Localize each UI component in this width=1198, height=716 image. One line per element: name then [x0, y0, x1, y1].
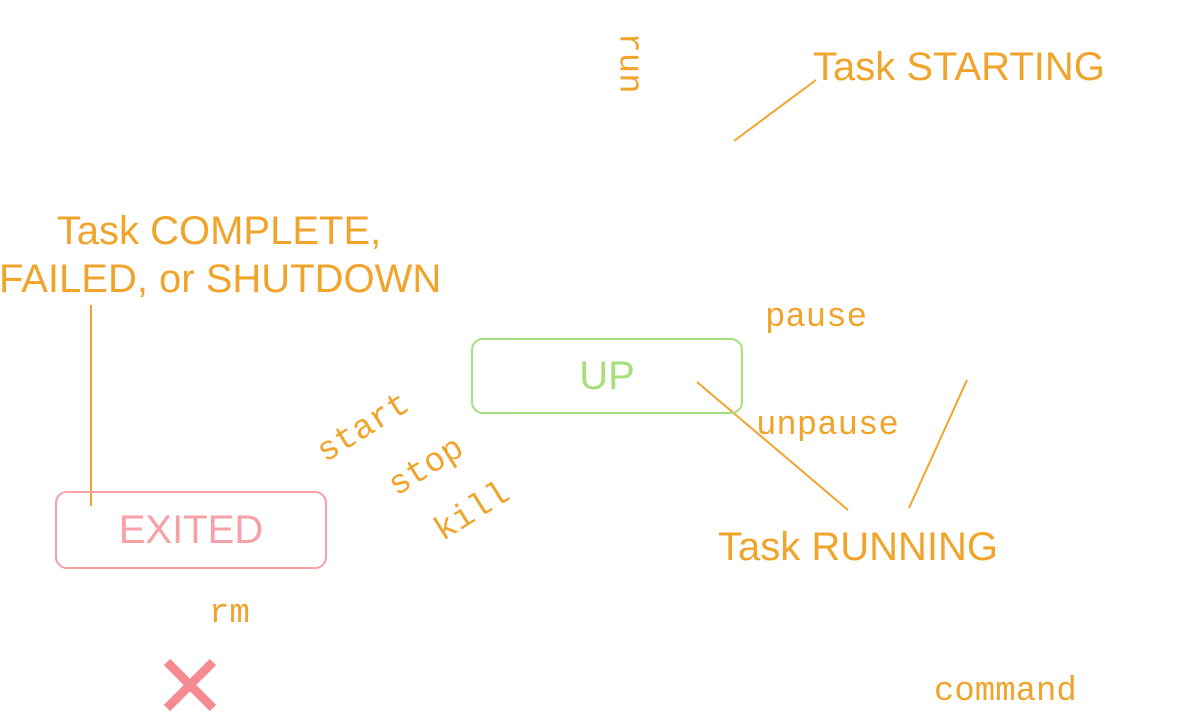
command-unpause: unpause	[756, 407, 899, 445]
running-connector-right	[908, 379, 968, 509]
command-rm: rm	[209, 595, 250, 633]
task-starting-annotation: Task STARTING	[813, 45, 1105, 89]
task-complete-line-2: FAILED, or SHUTDOWN	[0, 257, 442, 301]
x-icon	[163, 658, 217, 712]
command-pause: pause	[765, 299, 868, 337]
running-connector-left	[696, 381, 849, 511]
task-complete-annotation: Task COMPLETE, FAILED, or SHUTDOWN	[0, 207, 442, 303]
task-running-annotation: Task RUNNING	[718, 525, 999, 569]
state-exited: EXITED	[55, 491, 327, 569]
state-exited-label: EXITED	[118, 508, 264, 552]
state-up: UP	[471, 338, 743, 414]
state-up-label: UP	[579, 354, 635, 398]
task-complete-line-1: Task COMPLETE,	[56, 209, 382, 253]
legend-command-label: command	[934, 673, 1077, 711]
command-run: run	[609, 32, 648, 94]
starting-connector	[733, 79, 817, 142]
